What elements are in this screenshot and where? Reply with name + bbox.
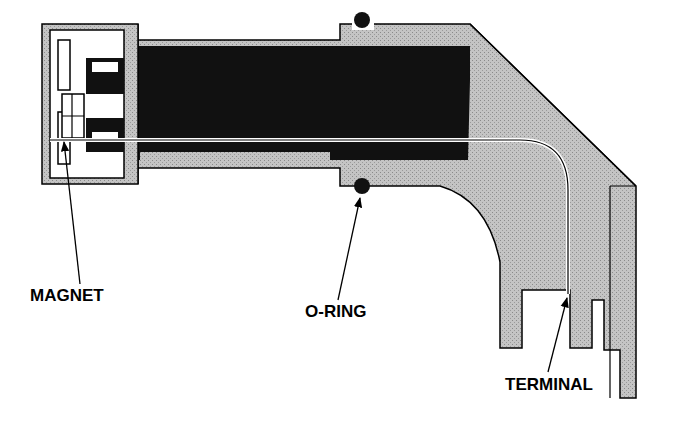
part-label: MAGNET — [30, 287, 104, 304]
o-ring — [354, 178, 370, 194]
magnet — [62, 94, 84, 138]
sensor-core — [120, 46, 470, 160]
part-label: O-RING — [305, 303, 366, 320]
leader-arrow — [338, 198, 360, 300]
end-cap-cavity — [50, 30, 124, 178]
leader-arrow — [64, 142, 80, 284]
connector-edge — [470, 24, 636, 398]
magnet-detail — [62, 94, 84, 138]
terminal-wire — [50, 140, 568, 294]
pole-piece — [86, 58, 124, 94]
end-cap — [42, 24, 138, 184]
pole-piece — [86, 118, 124, 152]
bobbin — [58, 40, 70, 90]
bobbin-detail — [92, 62, 118, 72]
part-label: TERMINAL — [505, 376, 593, 393]
o-ring — [354, 12, 370, 28]
terminal-wire — [50, 140, 568, 294]
leader-arrow — [548, 298, 567, 372]
